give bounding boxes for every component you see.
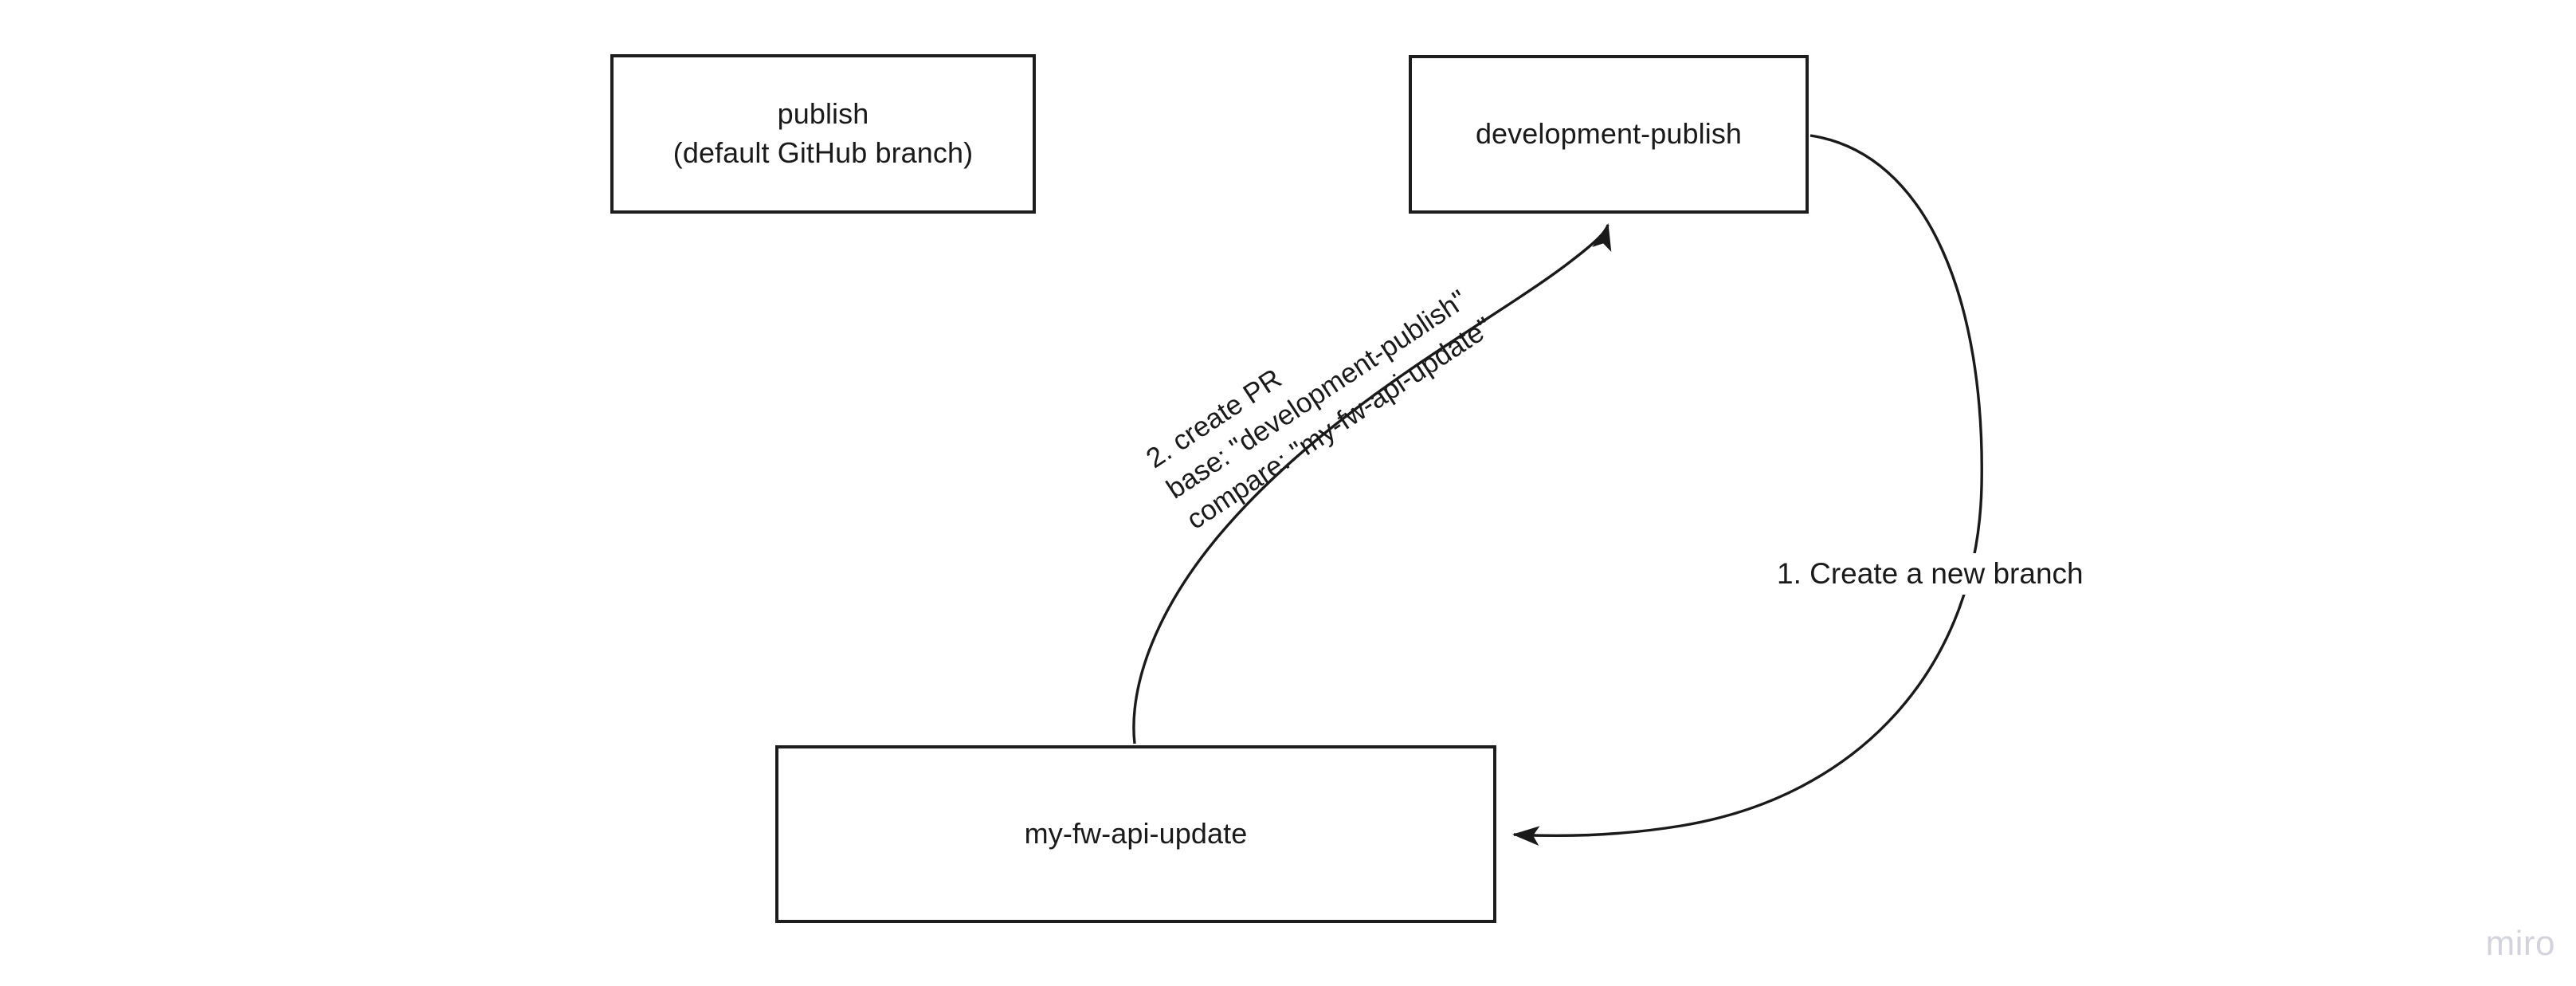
node-publish-label: publish (default GitHub branch) xyxy=(672,97,974,169)
node-my-fw-api-update[interactable]: my-fw-api-update xyxy=(775,745,1496,923)
edge-label-create-branch[interactable]: 1. Create a new branch xyxy=(1772,553,2088,595)
node-my-fw-api-update-label: my-fw-api-update xyxy=(1024,817,1248,850)
node-publish[interactable]: publish (default GitHub branch) xyxy=(610,54,1036,214)
edge-create-branch-path xyxy=(1511,134,1983,846)
edge-label-create-pr[interactable]: 2. create PR base: "development-publish"… xyxy=(1140,284,1499,536)
miro-watermark: miro xyxy=(2485,924,2555,963)
node-development-publish-label: development-publish xyxy=(1475,117,1743,151)
node-development-publish[interactable]: development-publish xyxy=(1409,55,1809,214)
